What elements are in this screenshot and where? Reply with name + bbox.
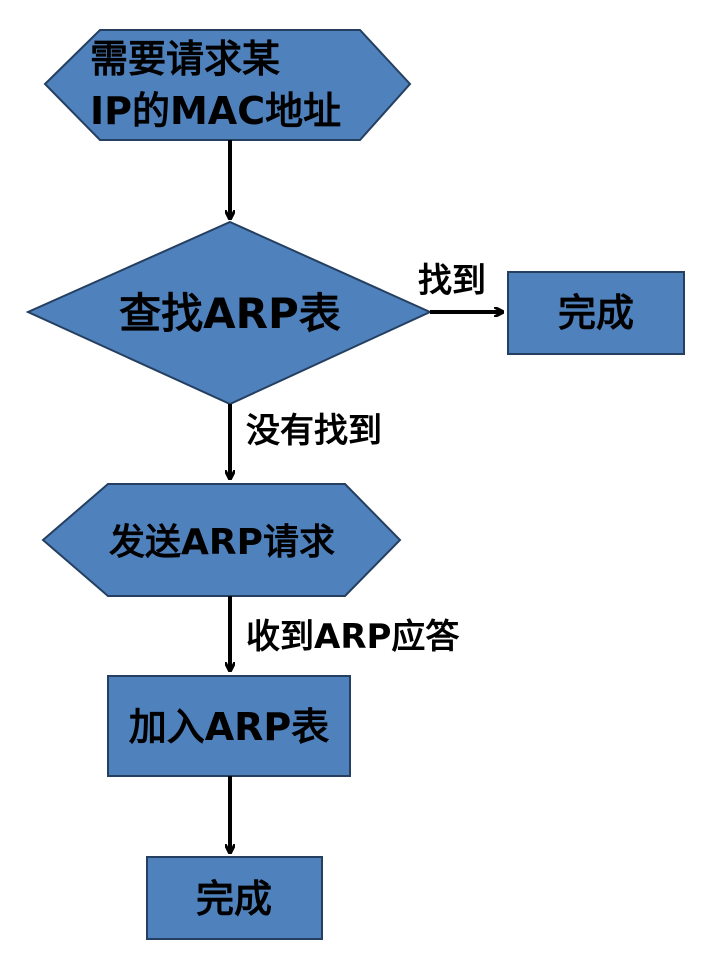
lookup-label: 查找ARP表 <box>119 289 341 338</box>
add-table-rect <box>107 675 351 777</box>
edge-label-got-reply: 收到ARP应答 <box>246 617 460 657</box>
add-table-label: 加入ARP表 <box>129 705 330 749</box>
send-request-hexagon <box>41 483 402 597</box>
send-request-label: 发送ARP请求 <box>109 522 335 563</box>
start-label-line2: IP的MAC地址 <box>90 89 341 133</box>
start-hexagon <box>43 29 412 141</box>
done-right-rect <box>507 271 685 355</box>
edge-label-found: 找到 <box>418 261 486 301</box>
done-right-label: 完成 <box>558 291 634 335</box>
edge-label-not-found: 没有找到 <box>246 411 382 451</box>
done-bottom-label: 完成 <box>196 877 272 921</box>
done-bottom-rect <box>146 856 323 940</box>
start-label-line1: 需要请求某 <box>90 37 280 81</box>
